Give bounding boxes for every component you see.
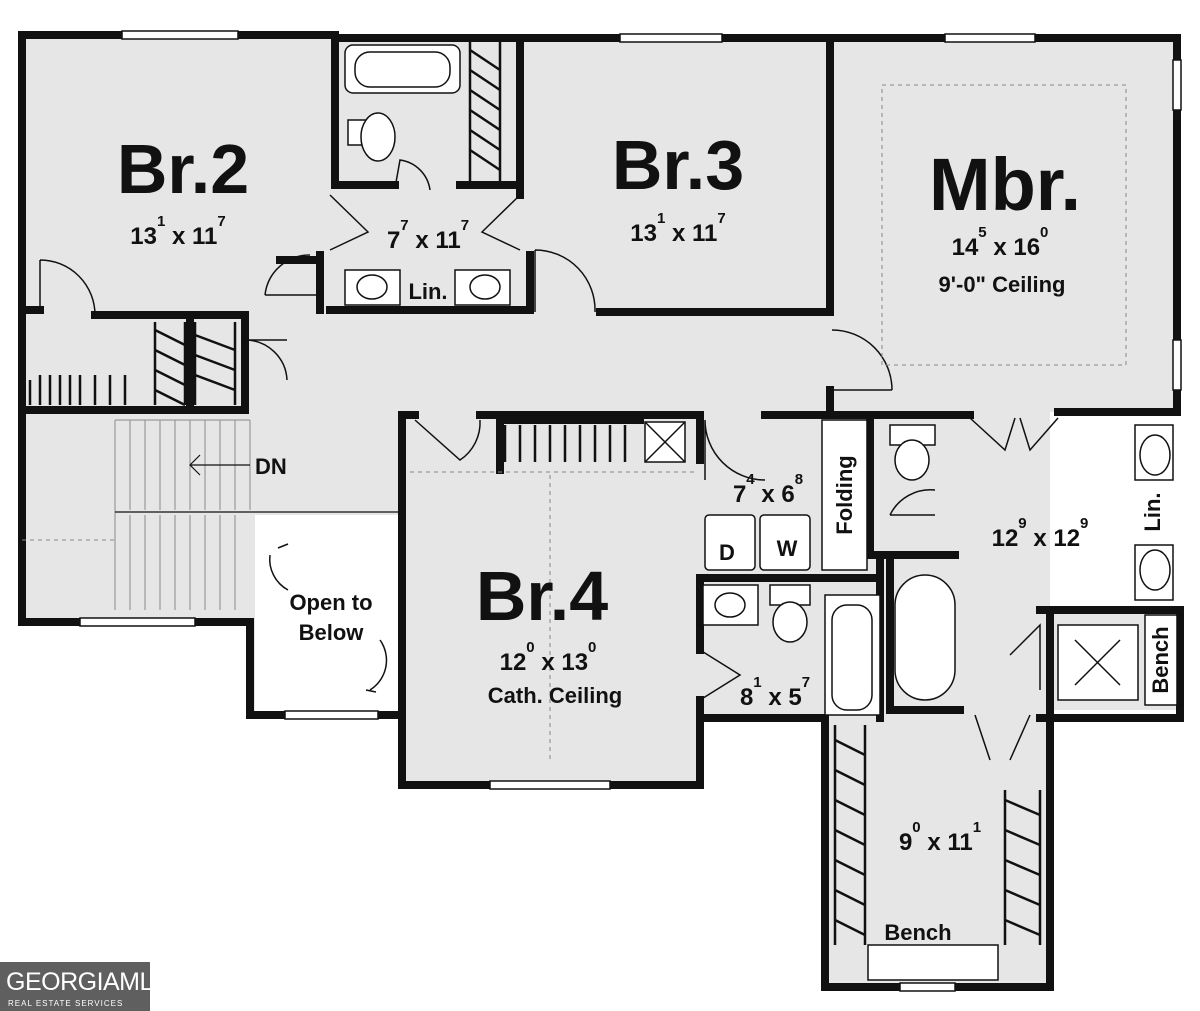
open-to-below-line1: Open to [289, 590, 372, 615]
georgia-mls-logo: GEORGIAMLS REAL ESTATE SERVICES [0, 962, 170, 1011]
mbr-ceiling-label: 9'-0" Ceiling [939, 272, 1066, 297]
room-labels: Br.2 131 x 117 77 x 117 Lin. Br.3 131 x … [117, 126, 1173, 945]
mbr-title: Mbr. [929, 143, 1081, 226]
closet-dimensions: 90 x 111 [899, 819, 981, 856]
closet-shelving [28, 42, 1042, 945]
br2-dimensions: 131 x 117 [130, 213, 225, 250]
closet-bench-label: Bench [884, 920, 951, 945]
master-bath-dimensions: 129 x 129 [992, 515, 1089, 552]
dashed-lines [22, 84, 1127, 760]
stairs-down-label: DN [255, 454, 287, 479]
floor-fill [22, 35, 1180, 987]
br4-dimensions: 120 x 130 [500, 639, 597, 676]
bath-mid-dimensions: 81 x 57 [740, 674, 810, 711]
master-bath-bench-label: Bench [1148, 626, 1173, 693]
br3-dimensions: 131 x 117 [630, 210, 725, 247]
washer-label: W [777, 536, 798, 561]
mbr-dimensions: 145 x 160 [952, 224, 1049, 261]
bath-top-dimensions: 77 x 117 [387, 217, 469, 254]
logo-main-text: GEORGIAMLS [6, 968, 170, 996]
laundry-folding-label: Folding [832, 455, 857, 534]
bath-top-linen-label: Lin. [408, 279, 447, 304]
br4-ceiling-label: Cath. Ceiling [488, 683, 622, 708]
windows [79, 30, 1182, 992]
stairs [114, 419, 400, 610]
door-swings [39, 159, 1059, 761]
master-bath-linen-label: Lin. [1140, 492, 1165, 531]
open-to-below-line2: Below [299, 620, 365, 645]
walls [18, 31, 1184, 991]
br2-title: Br.2 [117, 130, 249, 208]
dryer-label: D [719, 540, 735, 565]
br4-title: Br.4 [476, 557, 608, 635]
logo-sub-text: REAL ESTATE SERVICES [8, 999, 124, 1008]
br3-title: Br.3 [612, 126, 744, 204]
laundry-dimensions: 74 x 68 [733, 471, 803, 508]
fixtures [344, 44, 1178, 981]
